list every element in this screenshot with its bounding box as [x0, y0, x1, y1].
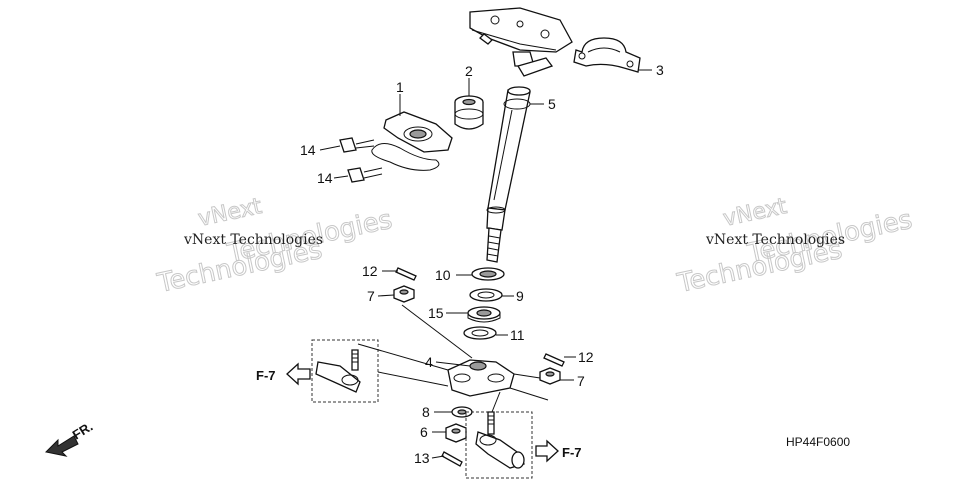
- callout-6: 6: [420, 424, 428, 440]
- bolt-part-14a: [339, 137, 375, 153]
- clamp-part-3: [573, 37, 641, 73]
- callout-15: 15: [428, 305, 444, 321]
- pin-part-13: [441, 451, 463, 467]
- callout-leaders: [319, 69, 652, 459]
- callout-13: 13: [414, 450, 430, 466]
- callout-9: 9: [516, 288, 524, 304]
- front-direction-marker: FR.: [44, 419, 95, 457]
- reference-left: F-7: [256, 362, 311, 386]
- callout-14b: 14: [317, 170, 333, 186]
- callout-8: 8: [422, 404, 430, 420]
- reference-label-left: F-7: [256, 368, 276, 383]
- reference-label-right: F-7: [562, 445, 582, 460]
- callout-1: 1: [396, 79, 404, 95]
- callout-11: 11: [510, 327, 525, 343]
- assembly-lines: [357, 304, 549, 413]
- nut-part-7a: [393, 285, 415, 303]
- watermark-left: vNext Technologies Technologies vNext Te…: [154, 193, 396, 299]
- bushing-part-2: [454, 95, 484, 130]
- callout-10: 10: [435, 267, 451, 283]
- watermark-text: vNext: [721, 194, 789, 232]
- seal-part-11: [463, 326, 497, 340]
- diagram-code: HP44F0600: [786, 435, 850, 449]
- reference-right: F-7: [535, 439, 582, 463]
- nut-part-6: [445, 423, 467, 443]
- callout-14a: 14: [300, 142, 316, 158]
- nut-part-7b: [539, 367, 561, 385]
- watermark-text: vNext Technologies: [183, 232, 323, 248]
- callout-5: 5: [548, 96, 556, 112]
- callout-12b: 12: [578, 349, 594, 365]
- seal-part-9: [469, 288, 503, 302]
- watermark-text: vNext Technologies: [705, 232, 845, 248]
- callout-labels: 1 2 3 5 14 14 12 7 10 9 15 11 4 12 7 8 6…: [300, 62, 664, 466]
- cotter-pin-part-12a: [395, 267, 417, 281]
- cotter-pin-part-12b: [543, 353, 565, 367]
- watermark-right: vNext Technologies Technologies vNext Te…: [674, 193, 916, 299]
- callout-7a: 7: [367, 288, 375, 304]
- steering-arm-part-4: [447, 359, 515, 397]
- front-arrow-icon: [44, 435, 79, 457]
- arrow-left-icon: [286, 362, 311, 386]
- holder-part-1: [371, 111, 453, 171]
- tie-rod-end-right: [465, 411, 533, 479]
- callout-4: 4: [425, 354, 433, 370]
- tie-rod-end-left: [311, 339, 379, 403]
- callout-3: 3: [656, 62, 664, 78]
- bearing-part-10: [471, 267, 505, 281]
- bolt-part-14b: [347, 167, 383, 183]
- watermark-text: vNext: [196, 194, 264, 232]
- bearing-part-15: [467, 306, 501, 323]
- arrow-right-icon: [535, 439, 559, 463]
- steering-shaft-part: [469, 7, 573, 263]
- callout-7b: 7: [577, 373, 585, 389]
- callout-12a: 12: [362, 263, 378, 279]
- callout-2: 2: [465, 63, 473, 79]
